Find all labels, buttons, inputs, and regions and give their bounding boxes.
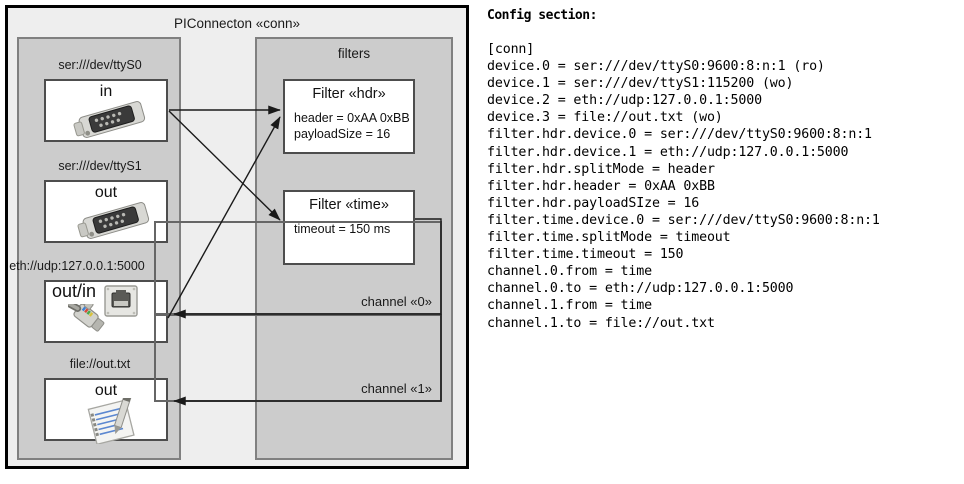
config-line: filter.hdr.splitMode = header (487, 161, 715, 177)
device-label-file: file://out.txt (69, 357, 131, 371)
filter-hdr-prop-payload: payloadSize = 16 (294, 127, 391, 141)
architecture-diagram: PIConnecton «conn» filters ser:///dev/tt… (0, 0, 478, 484)
device-label-ttys0: ser:///dev/ttyS0 (58, 58, 142, 72)
device-box-title-in: in (99, 83, 113, 100)
config-section: Config section: [conn] device.0 = ser:///… (478, 0, 964, 484)
config-line: channel.0.from = time (487, 264, 652, 280)
filters-panel-title: filters (337, 46, 371, 61)
device-box-title-out: out (94, 184, 118, 201)
config-text-block: [conn] device.0 = ser:///dev/ttyS0:9600:8… (487, 41, 880, 332)
config-line: filter.hdr.payloadSIze = 16 (487, 195, 700, 211)
channel-frame-1: channel «1» (154, 314, 442, 402)
config-line: device.1 = ser:///dev/ttyS1:115200 (wo) (487, 76, 794, 92)
config-line: filter.hdr.device.0 = ser:///dev/ttyS0:9… (487, 127, 872, 143)
config-line: filter.time.timeout = 150 (487, 247, 684, 263)
device-box-ttys1-out[interactable]: out (44, 180, 168, 243)
channel-0-label: channel «0» (361, 294, 432, 309)
config-line: filter.hdr.header = 0xAA 0xBB (487, 178, 715, 194)
text-file-icon (87, 398, 135, 444)
filter-time-title: Filter «time» (309, 197, 389, 213)
ethernet-cable-icon (68, 304, 105, 332)
channel-frame-0: channel «0» (154, 221, 442, 315)
config-line: [conn] (487, 42, 535, 57)
device-label-ttys1: ser:///dev/ttyS1 (58, 159, 142, 173)
serial-port-icon (77, 202, 150, 239)
config-line: filter.time.splitMode = timeout (487, 230, 731, 246)
config-line: device.2 = eth://udp:127.0.0.1:5000 (487, 93, 762, 109)
config-line: filter.hdr.device.1 = eth://udp:127.0.0.… (487, 144, 849, 160)
serial-port-icon (73, 101, 146, 138)
config-line: device.3 = file://out.txt (wo) (487, 110, 723, 126)
filter-hdr-props: header = 0xAA 0xBB payloadSize = 16 (294, 110, 410, 142)
config-line: filter.time.device.0 = ser:///dev/ttyS0:… (487, 212, 880, 228)
device-box-ttys0-in[interactable]: in (44, 79, 168, 142)
config-line: channel.1.to = file://out.txt (487, 315, 715, 331)
config-section-heading: Config section: (487, 8, 597, 23)
config-line: channel.0.to = eth://udp:127.0.0.1:5000 (487, 281, 794, 297)
filter-hdr-prop-header: header = 0xAA 0xBB (294, 111, 410, 125)
device-box-eth-outin[interactable]: out/in (44, 280, 168, 343)
device-box-file-out[interactable]: out (44, 378, 168, 444)
filter-hdr-title: Filter «hdr» (312, 86, 386, 102)
device-label-eth: eth://udp:127.0.0.1:5000 (9, 259, 145, 273)
config-line: device.0 = ser:///dev/ttyS0:9600:8:n:1 (… (487, 59, 825, 75)
channel-1-label: channel «1» (361, 381, 432, 396)
device-box-title-file-out: out (94, 382, 118, 399)
diagram-title: PIConnecton «conn» (173, 16, 301, 31)
filter-box-hdr[interactable]: Filter «hdr» header = 0xAA 0xBB payloadS… (283, 79, 415, 154)
config-line: channel.1.from = time (487, 298, 652, 314)
ethernet-jack-icon (104, 285, 138, 317)
device-box-title-out-in: out/in (52, 281, 97, 301)
